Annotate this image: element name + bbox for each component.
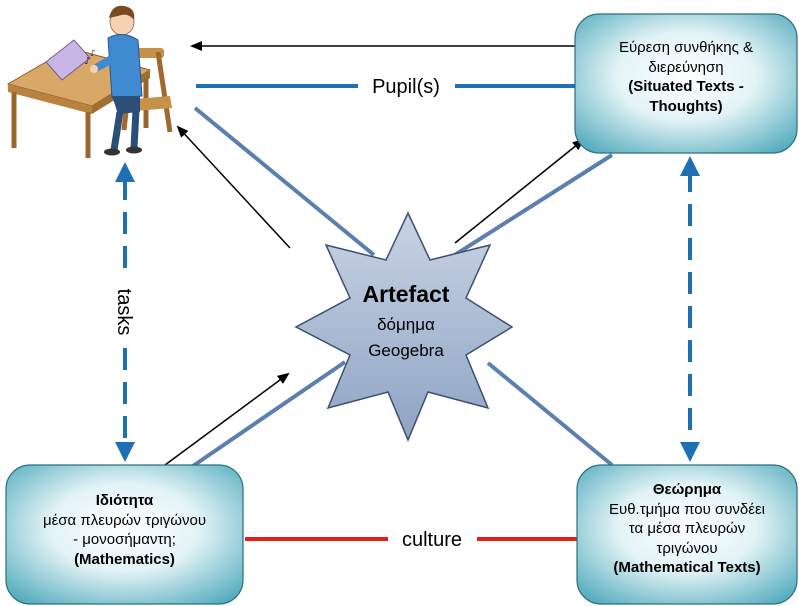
diagonal-bottom-right <box>486 361 614 467</box>
arrow-star-to-situated <box>454 138 585 244</box>
situated-line-4: Thoughts) <box>649 97 723 115</box>
mathematics-box-text: Ιδιότητα μέσα πλευρών τριγώνου - μονοσήμ… <box>8 491 241 569</box>
mathematics-line-2: μέσα πλευρών τριγώνου <box>42 511 207 529</box>
diagonal-top-right <box>448 153 614 260</box>
diagonal-connectors <box>188 106 614 470</box>
arrow-mathematics-to-star <box>164 372 290 466</box>
situated-line-1: Εύρεση συνθήκης & <box>618 39 754 56</box>
situated-texts-box <box>574 13 798 154</box>
left-edge-arrowhead-up <box>115 162 135 182</box>
artefact-line-1: δόμημα <box>377 315 435 334</box>
theorem-line-1: Θεώρημα <box>652 481 722 498</box>
thin-arrows <box>164 41 585 466</box>
theorem-line-2: Ευθ.τμήμα που συνδέει <box>609 500 765 518</box>
mathematics-box <box>5 464 244 605</box>
theorem-line-3: τα μέσα πλευρών <box>628 520 746 537</box>
right-edge-arrowhead-down <box>680 442 700 462</box>
top-edge-label: Pupil(s) <box>372 76 440 98</box>
right-edge-arrowhead-up <box>680 156 700 176</box>
arrow-star-to-pupil <box>176 125 291 249</box>
bottom-edge: culture <box>245 529 577 551</box>
mathematics-line-3: - μονοσήμαντη; <box>73 531 176 548</box>
right-edge <box>680 156 700 462</box>
artefact-star <box>294 211 514 442</box>
left-edge-arrowhead-down <box>115 442 135 462</box>
svg-text:♪: ♪ <box>90 49 96 59</box>
mathematical-texts-box <box>576 464 798 605</box>
bottom-edge-label: culture <box>402 529 462 551</box>
theorem-line-4: τριγώνου <box>656 539 718 557</box>
diagonal-bottom-left <box>188 360 347 470</box>
situated-texts-box-text: Εύρεση συνθήκης & διερεύνηση (Situated T… <box>577 38 795 116</box>
mathematics-line-1: Ιδιότητα <box>95 492 154 509</box>
artefact-title: Artefact <box>363 281 450 307</box>
artefact-line-2: Geogebra <box>368 341 444 360</box>
left-edge-label: tasks <box>113 289 135 336</box>
left-edge: tasks <box>113 162 137 462</box>
mathematics-line-4: (Mathematics) <box>74 550 175 568</box>
mathematical-texts-box-text: Θεώρημα Ευθ.τμήμα που συνδέει τα μέσα πλ… <box>579 480 795 578</box>
svg-text:♪: ♪ <box>84 56 90 67</box>
top-edge: Pupil(s) <box>196 76 575 98</box>
child-at-desk-icon: ♪ ♪ <box>6 5 173 158</box>
left-edge-label-bg <box>113 278 137 346</box>
theorem-line-5: (Mathematical Texts) <box>613 559 761 576</box>
diagonal-top-left <box>193 106 376 257</box>
situated-line-2: διερεύνηση <box>648 58 724 76</box>
situated-line-3: (Situated Texts - <box>628 78 744 95</box>
